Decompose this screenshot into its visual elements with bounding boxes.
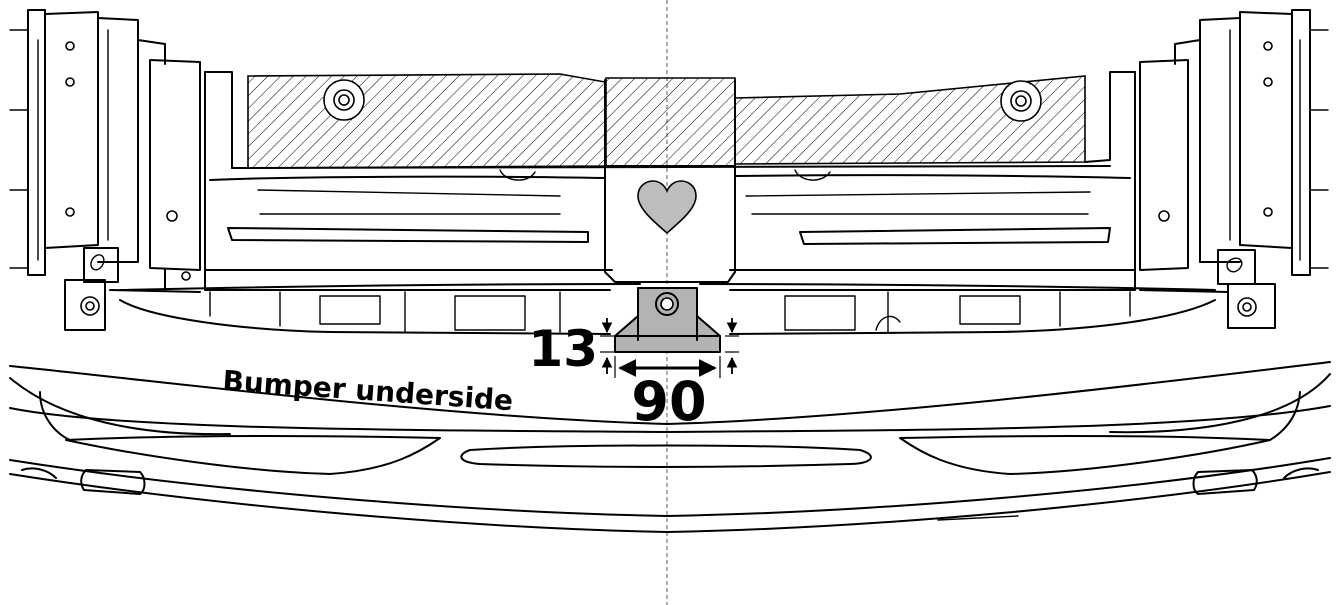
heart-icon bbox=[637, 180, 697, 235]
bolt-right bbox=[1000, 80, 1042, 122]
dimension-height-label: 13 bbox=[528, 320, 598, 378]
part-name-label: Bumper underside bbox=[222, 364, 515, 417]
side-bracket-right bbox=[1139, 9, 1329, 329]
dimension-height: 13 bbox=[528, 318, 739, 378]
dimension-width: 90 bbox=[614, 356, 721, 433]
hatched-surface-center bbox=[605, 77, 736, 167]
tow-mount-bracket bbox=[614, 287, 721, 353]
hatched-surface-left bbox=[247, 73, 606, 169]
side-bracket-left bbox=[9, 9, 201, 331]
bolt-left bbox=[323, 79, 365, 121]
lower-beam bbox=[119, 283, 1216, 335]
crossmember bbox=[204, 71, 1136, 291]
